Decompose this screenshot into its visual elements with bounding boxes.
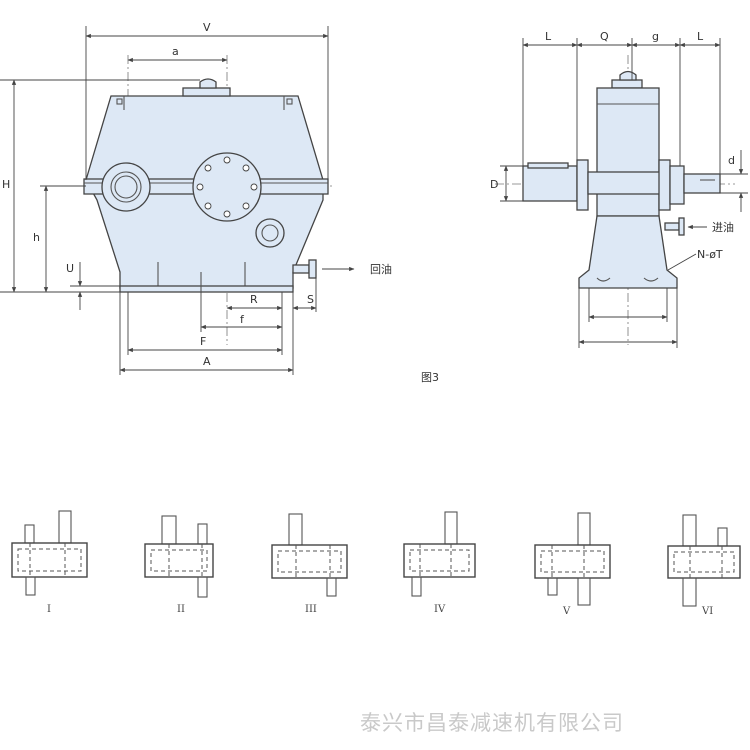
dim-S: S xyxy=(307,293,314,306)
dim-R: R xyxy=(250,293,258,306)
config-III: III xyxy=(271,513,348,615)
config-VI: VI xyxy=(667,514,741,617)
dim-L-right: L xyxy=(697,30,704,43)
dim-U: U xyxy=(66,262,74,275)
dim-g: g xyxy=(652,30,659,43)
dim-H: H xyxy=(2,178,10,191)
configurations: I II III xyxy=(11,510,741,617)
oil-inlet-label: 进油 xyxy=(712,220,734,234)
config-V: V xyxy=(534,512,611,617)
bolt-spec-label: N-øT xyxy=(697,248,723,261)
dim-L-left: L xyxy=(545,30,552,43)
config-IV: IV xyxy=(403,511,476,615)
dim-D: D xyxy=(490,178,498,191)
dim-a: a xyxy=(172,45,179,58)
dim-V: V xyxy=(203,21,211,34)
reducer-housing xyxy=(83,78,329,293)
config-I: I xyxy=(11,510,88,615)
dim-h: h xyxy=(33,231,40,244)
front-view: 回油 V a H h U R S xyxy=(0,21,392,375)
config-I-label: I xyxy=(47,604,51,615)
side-view: 进油 N-øT L Q g L D d xyxy=(490,30,748,348)
company-watermark: 泰兴市昌泰减速机有限公司 xyxy=(360,711,624,735)
dim-d: d xyxy=(728,154,735,167)
dim-A: A xyxy=(203,355,211,368)
dim-F: F xyxy=(200,335,206,348)
oil-return-label: 回油 xyxy=(370,262,392,276)
config-IV-label: IV xyxy=(434,604,446,615)
config-II: II xyxy=(144,515,214,615)
config-II-label: II xyxy=(177,604,185,615)
dim-f: f xyxy=(240,313,245,326)
figure-caption: 图3 xyxy=(421,371,439,384)
config-VI-label: VI xyxy=(701,606,713,617)
side-housing xyxy=(522,70,721,289)
dim-Q: Q xyxy=(600,30,609,43)
config-V-label: V xyxy=(562,606,571,617)
config-III-label: III xyxy=(305,604,317,615)
